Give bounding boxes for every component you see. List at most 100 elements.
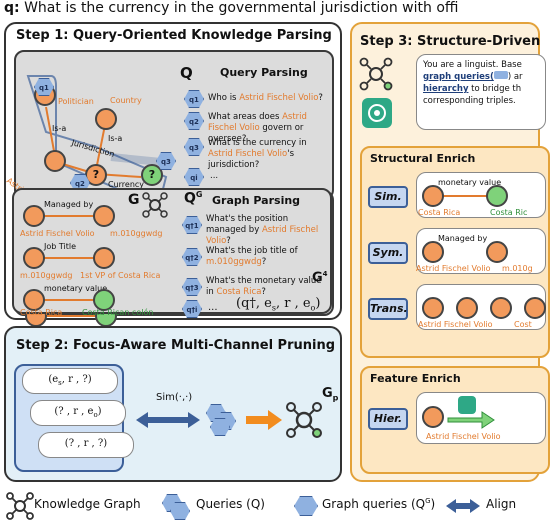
country-node [95,108,117,130]
trans-node-3 [490,297,512,319]
trans-node-2 [456,297,478,319]
q3-graph-icon: q3 [156,152,176,170]
sim-tail-node [486,185,508,207]
g4-label-2: G4 [312,270,328,286]
query-icon-q3: q3 [184,138,204,156]
prompt-line2: graph queries() ar [423,71,523,82]
triple-card-3: (? , r , ?) [38,432,134,458]
gquery-icon-ib: q†i [182,300,202,318]
graph-queries-legend-label: Graph queries (QG) [322,497,436,511]
trans-node-4 [524,297,546,319]
query-text-q3: What is the currency in Astrid Fischel V… [208,138,307,170]
kg-legend-label: Knowledge Graph [34,497,141,511]
gquery-text-1b: What's the position managed by Astrid Fi… [206,214,319,246]
kg-icon-graph-parsing-2 [142,192,168,218]
sim-head-label: Costa Rica [418,208,461,217]
structural-enrich-title: Structural Enrich [370,152,476,165]
triple2-head-node-2 [23,247,45,269]
tuple-formula: (q†, es, r , eo) [236,296,321,313]
align-legend-label: Align [486,497,517,511]
queries-legend-label: Queries (Q) [196,497,265,511]
sym-head-label: Astrid Fischel Volio [416,264,491,273]
align-legend-arrow [446,499,480,513]
pruned-kg-icon [286,402,322,438]
triple3-tail-node-2 [93,289,115,311]
step1-title: Step 1: Query-Oriented Knowledge Parsing [16,28,332,43]
hier-head-node [422,406,444,428]
query-parsing-box: Q Query Parsing Politician Country Is-a … [5,50,334,226]
question-prefix: q: [4,0,20,16]
graph-queries-legend-icon [294,496,318,516]
trans-node-1 [422,297,444,319]
sym-relation: Managed by [438,234,488,243]
graph-parsing-lower-box: G QG Graph Parsing Managed by Astrid Fis… [12,188,332,318]
triple-card-1: (es, r , ?) [22,368,118,394]
triple1-head-node-2 [23,205,45,227]
is-a-label-1: Is-a [52,124,67,133]
sim-head-node [422,185,444,207]
graph-parsing-title-2: Graph Parsing [212,194,301,207]
prompt-line1: You are a linguist. Base [423,60,522,70]
gquery-ellipsis: ... [208,302,218,313]
query-text-q2: What areas does Astrid Fischel Volio gov… [208,112,307,144]
question-line: q: What is the currency in the governmen… [4,0,458,16]
triple3-head-label-2: Costa Rica [20,308,63,317]
hier-head-label: Astrid Fischel Volio [426,432,501,441]
hier-arrow [447,411,495,429]
graph-parsing-edges-2 [34,215,104,301]
legend: Knowledge Graph Queries (Q) Graph querie… [0,488,527,524]
prompt-box: You are a linguist. Base graph queries()… [416,54,546,130]
triple1-tail-node-2 [93,205,115,227]
feature-enrich-box: Feature Enrich Hier. Astrid Fischel Voli… [360,366,550,474]
unknown-node: ? [85,164,107,186]
currency-label: Currency [108,180,145,189]
hier-llm-icon [458,396,476,414]
graph-parsing-g-2: G [128,192,140,208]
prompt-line3: hierarchy to bridge th [423,84,522,94]
triple1-relation-2: Managed by [44,200,94,209]
triple3-head-node-2 [23,289,45,311]
gquery-icon-3b: q†3 [182,278,202,296]
sim-button[interactable]: Sim. [368,186,408,208]
question-text: What is the currency in the governmental… [24,0,459,16]
gquery-icon-2b: q†2 [182,248,202,266]
query-icon-q2: q2 [184,112,204,130]
gquery-text-2b: What's the job title of m.010ggwdg? [206,246,298,267]
prompt-line4: corresponding triples. [423,96,516,106]
graph-parsing-qg-2: QG [184,190,203,207]
queries-legend-icon [162,494,192,520]
step2-arrows [136,410,282,430]
hier-button[interactable]: Hier. [368,408,408,430]
sim-relation: monetary value [438,178,502,187]
step3-panel: Step 3: Structure-Driven You are a lingu… [350,22,550,482]
triple1-tail-label-2: m.010ggwdg [110,229,163,238]
trans-button[interactable]: Trans. [368,298,408,320]
llm-icon [362,98,392,128]
currency-node: ? [141,164,163,186]
triple-card-2: (? , r , eo) [30,400,126,426]
query-parsing-symbol: Q [180,64,193,82]
triple2-tail-label-2: 1st VP of Costa Rica [80,271,161,280]
trans-tail-label: Cost [514,320,532,329]
is-a-label-2: Is-a [108,134,123,143]
query-icon-qi: qi [184,168,204,186]
triple2-head-label-2: m.010ggwdg [20,271,73,280]
astrid-node [44,150,66,172]
q1-graph-icon: q1 [34,78,54,96]
structural-enrich-box: Structural Enrich Sim. monetary value Co… [360,146,550,358]
sim-tail-label: Costa Ric [490,208,528,217]
step3-title: Step 3: Structure-Driven [360,34,541,49]
gquery-text-3b: What's the monetary value in Costa Rica? [206,276,322,297]
sym-tail-label: m.010g [502,264,533,273]
feature-enrich-title: Feature Enrich [370,372,461,385]
politician-label: Politician [58,97,94,106]
sym-head-node [422,241,444,263]
trans-head-label: Astrid Fischel Volio [418,320,493,329]
gp-label: Gp [322,386,339,403]
gquery-icon-1b: q†1 [182,216,202,234]
triple2-tail-node-2 [93,247,115,269]
triple2-relation-2: Job Title [44,242,77,251]
query-parsing-title: Query Parsing [220,66,308,79]
sym-button[interactable]: Sym. [368,242,408,264]
country-label: Country [110,96,142,105]
